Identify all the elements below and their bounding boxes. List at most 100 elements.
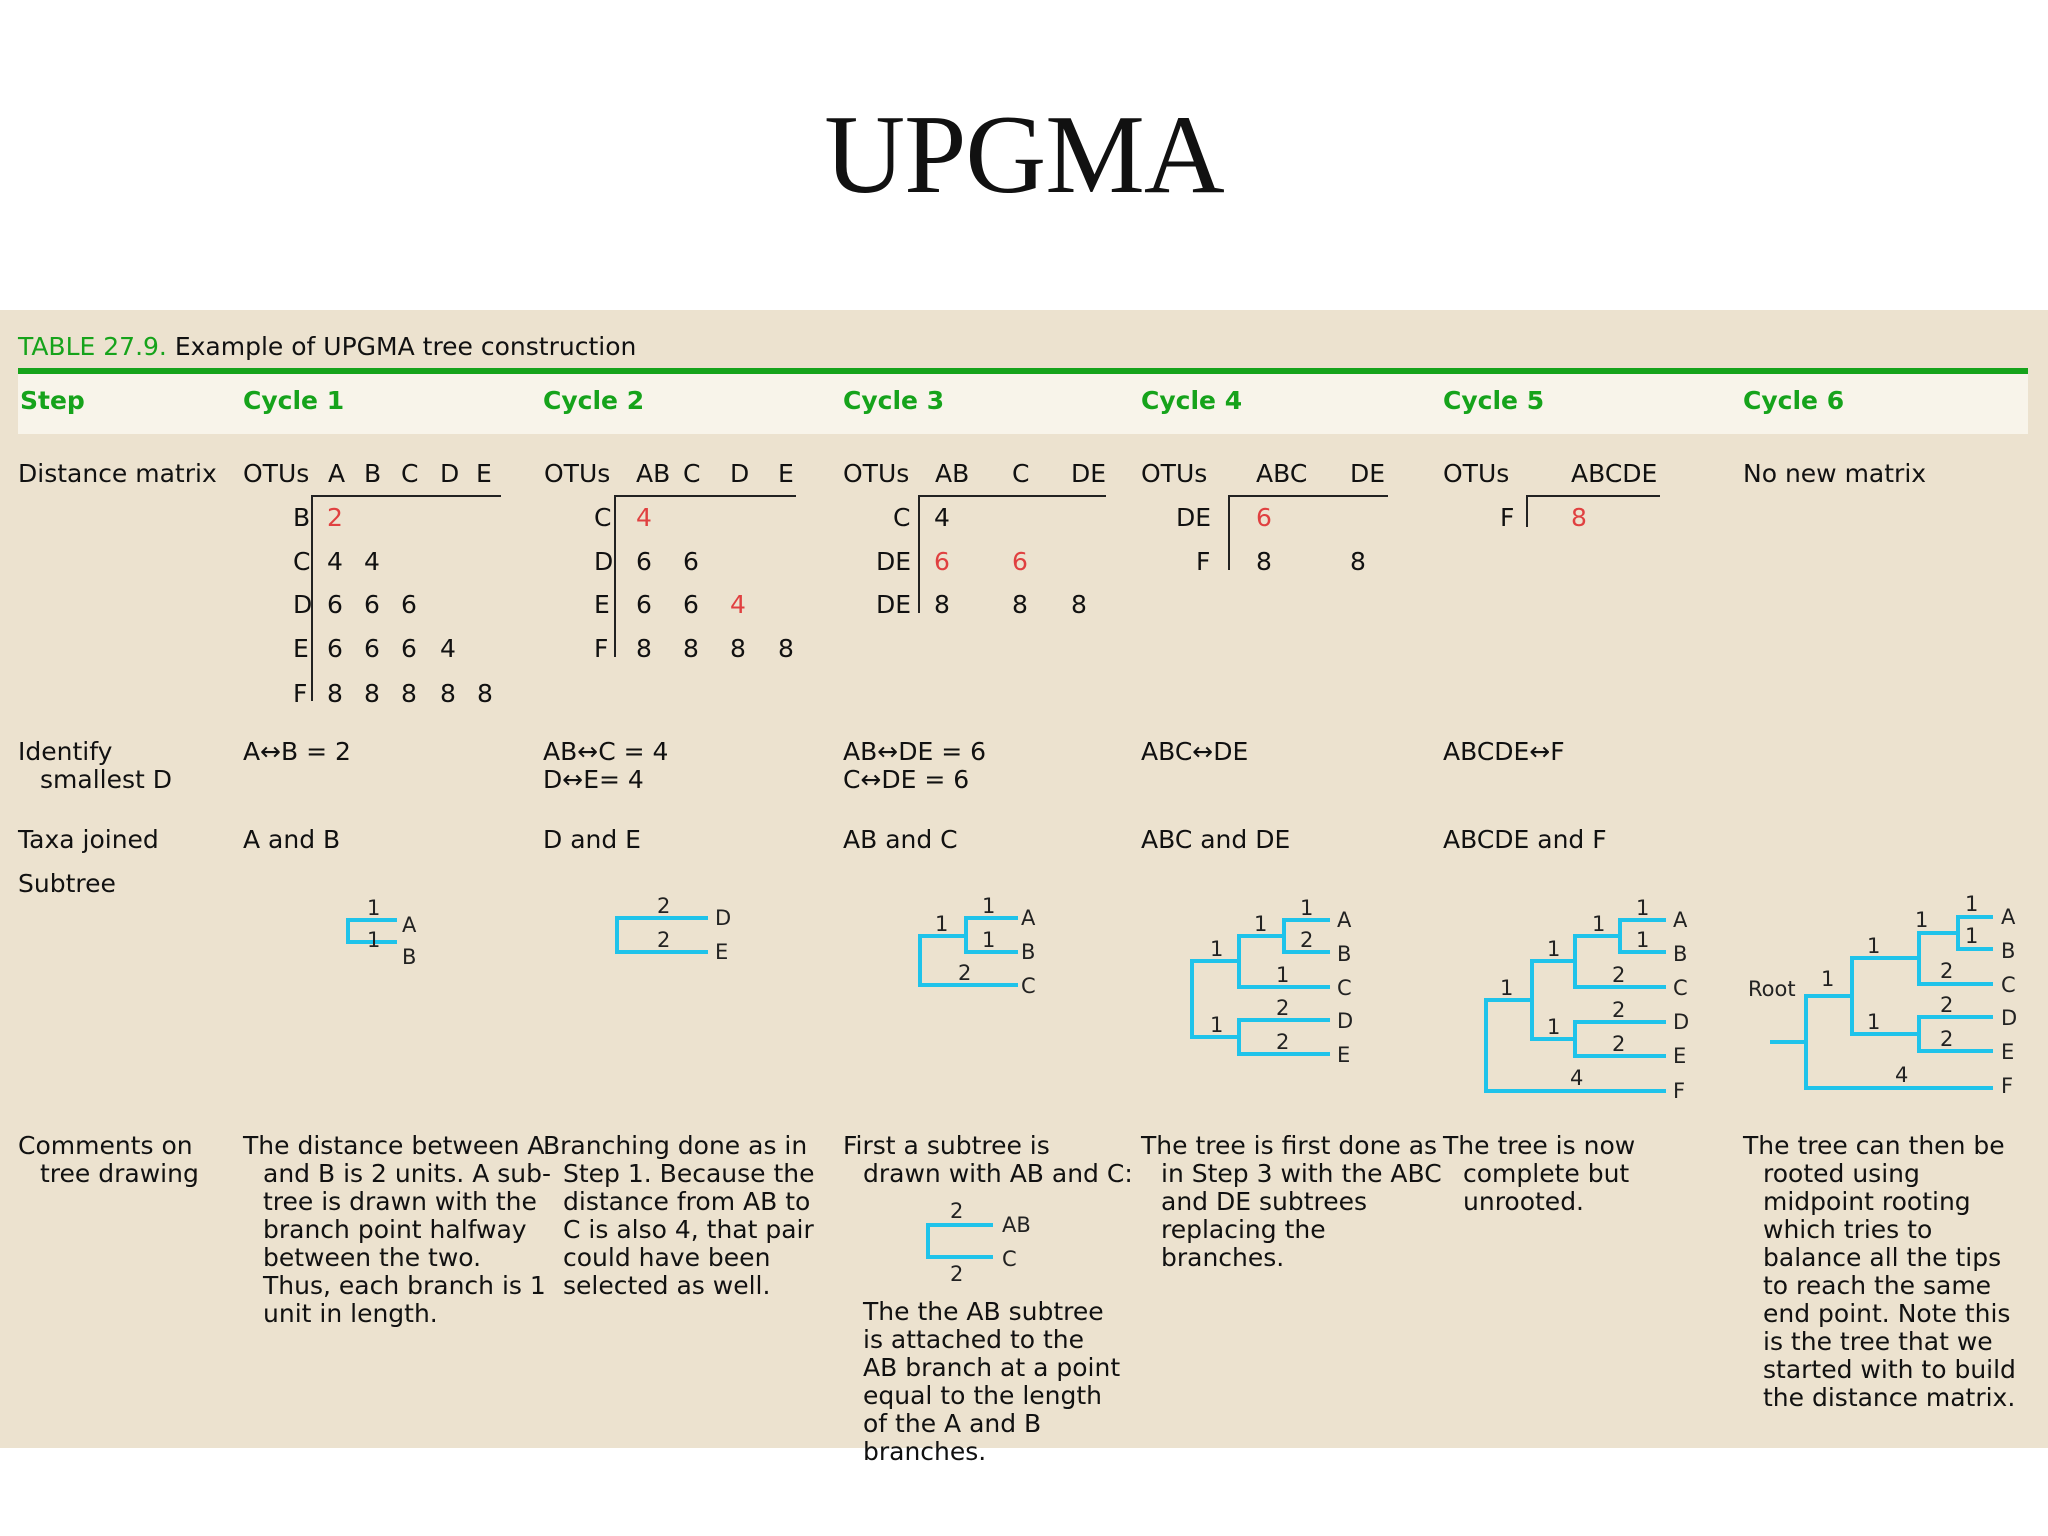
matrix-head: ABC xyxy=(1256,459,1308,488)
tip-label: D xyxy=(2001,1006,2017,1030)
matrix-cell: 8 xyxy=(778,634,794,663)
matrix-row-label: D xyxy=(293,590,313,619)
tree-branch xyxy=(1850,956,1919,1036)
matrix-row-label: F xyxy=(1500,503,1515,532)
tip-label: C xyxy=(1021,974,1036,998)
matrix-head: D xyxy=(730,459,750,488)
matrix-head: C xyxy=(1012,459,1030,488)
comment-cycle-3b: The the AB subtree is attached to the AB… xyxy=(863,1297,1121,1466)
matrix-cell: 6 xyxy=(401,590,417,619)
matrix-rule xyxy=(311,495,313,701)
branch-length: 1 xyxy=(1210,937,1223,961)
taxa-cycle-3: AB and C xyxy=(843,825,958,854)
header-cycle-3: Cycle 3 xyxy=(843,386,945,415)
tree-branch xyxy=(918,934,1018,987)
branch-length: 1 xyxy=(1821,967,1834,991)
matrix-cell: 8 xyxy=(1012,590,1028,619)
matrix-rule xyxy=(1228,495,1230,570)
tree-branch xyxy=(1917,1015,1993,1053)
branch-length: 1 xyxy=(1210,1013,1223,1037)
tip-label: E xyxy=(2001,1040,2014,1064)
comment-cycle-1: The distance between A and B is 2 units.… xyxy=(243,1131,552,1328)
matrix-cell: 4 xyxy=(440,634,456,663)
branch-length: 2 xyxy=(1940,1027,1953,1051)
branch-length: 2 xyxy=(958,961,971,985)
matrix-cell: 8 xyxy=(636,634,652,663)
matrix-head: DE xyxy=(1350,459,1386,488)
matrix-head: OTUs xyxy=(843,459,910,488)
branch-length: 2 xyxy=(1300,928,1313,952)
matrix-rule xyxy=(918,495,1106,497)
comment-cycle-2: Branching done as in Step 1. Because the… xyxy=(543,1131,815,1300)
header-band xyxy=(18,374,2028,434)
branch-length: 2 xyxy=(1612,998,1625,1022)
branch-length: 1 xyxy=(1547,937,1560,961)
matrix-cell: 6 xyxy=(364,590,380,619)
tree-branch xyxy=(615,916,708,954)
matrix-head: E xyxy=(476,459,492,488)
tip-label: C xyxy=(1002,1247,1017,1271)
matrix-cell: 6 xyxy=(636,590,652,619)
matrix-head: OTUs xyxy=(1141,459,1208,488)
matrix-cell: 6 xyxy=(1256,503,1272,532)
tip-label: D xyxy=(715,906,731,930)
matrix-row-label: DE xyxy=(876,590,912,619)
matrix-cell: 4 xyxy=(364,547,380,576)
slide-title: UPGMA xyxy=(824,93,1225,217)
matrix-cell: 6 xyxy=(934,547,950,576)
matrix-cell: 8 xyxy=(440,679,456,708)
tree-branch xyxy=(346,918,397,944)
matrix-head: D xyxy=(440,459,460,488)
matrix-cell: 8 xyxy=(934,590,950,619)
tip-label: C xyxy=(2001,973,2016,997)
matrix-cell: 6 xyxy=(327,634,343,663)
matrix-row-label: DE xyxy=(876,547,912,576)
branch-length: 1 xyxy=(1636,928,1649,952)
taxa-cycle-4: ABC and DE xyxy=(1141,825,1291,854)
identify-cycle-5: ABCDE↔F xyxy=(1443,737,1565,766)
branch-length: 2 xyxy=(1940,993,1953,1017)
matrix-row-label: B xyxy=(293,503,311,532)
matrix-cell: 8 xyxy=(730,634,746,663)
branch-length: 1 xyxy=(982,928,995,952)
matrix-head: AB xyxy=(636,459,671,488)
header-cycle-6: Cycle 6 xyxy=(1743,386,1845,415)
matrix-rule xyxy=(311,495,501,497)
header-cycle-2: Cycle 2 xyxy=(543,386,645,415)
branch-length: 1 xyxy=(1547,1015,1560,1039)
row-label-identify: Identify xyxy=(18,737,113,766)
matrix-cycle-6-note: No new matrix xyxy=(1743,459,1927,488)
matrix-row-label: D xyxy=(594,547,614,576)
matrix-rule xyxy=(918,495,920,613)
identify-cycle-3: C↔DE = 6 xyxy=(843,765,970,794)
row-label-identify-2: smallest D xyxy=(40,765,172,794)
branch-length: 2 xyxy=(657,928,670,952)
matrix-head: C xyxy=(683,459,701,488)
branch-length: 1 xyxy=(1500,976,1513,1000)
tip-label: C xyxy=(1337,976,1352,1000)
tree-cycle-5: 1 1 1 1 1 2 1 2 2 4 A B C D E F xyxy=(1484,896,1689,1103)
matrix-head: OTUs xyxy=(1443,459,1510,488)
comment-cycle-4: The tree is first done as in Step 3 with… xyxy=(1141,1131,1442,1272)
matrix-cell: 8 xyxy=(401,679,417,708)
matrix-head: B xyxy=(364,459,382,488)
branch-length: 2 xyxy=(1612,1032,1625,1056)
matrix-cell: 8 xyxy=(327,679,343,708)
tree-cycle-2: 2 2 D E xyxy=(615,894,731,964)
matrix-rule xyxy=(1228,495,1388,497)
matrix-cell: 8 xyxy=(1256,547,1272,576)
table-caption-text: Example of UPGMA tree construction xyxy=(174,332,637,361)
tree-comment-cycle-3: 2 2 AB C xyxy=(926,1199,1031,1285)
matrix-head: DE xyxy=(1071,459,1107,488)
identify-cycle-1: A↔B = 2 xyxy=(243,737,351,766)
matrix-rule xyxy=(614,495,796,497)
matrix-rule xyxy=(1526,495,1660,497)
tip-label: D xyxy=(1337,1009,1353,1033)
identify-cycle-2: AB↔C = 4 xyxy=(543,737,669,766)
matrix-head: ABCDE xyxy=(1571,459,1658,488)
matrix-rule xyxy=(614,495,616,657)
matrix-head: E xyxy=(778,459,794,488)
tip-label: B xyxy=(402,945,416,969)
matrix-rule xyxy=(1526,495,1528,527)
branch-length: 1 xyxy=(1915,908,1928,932)
